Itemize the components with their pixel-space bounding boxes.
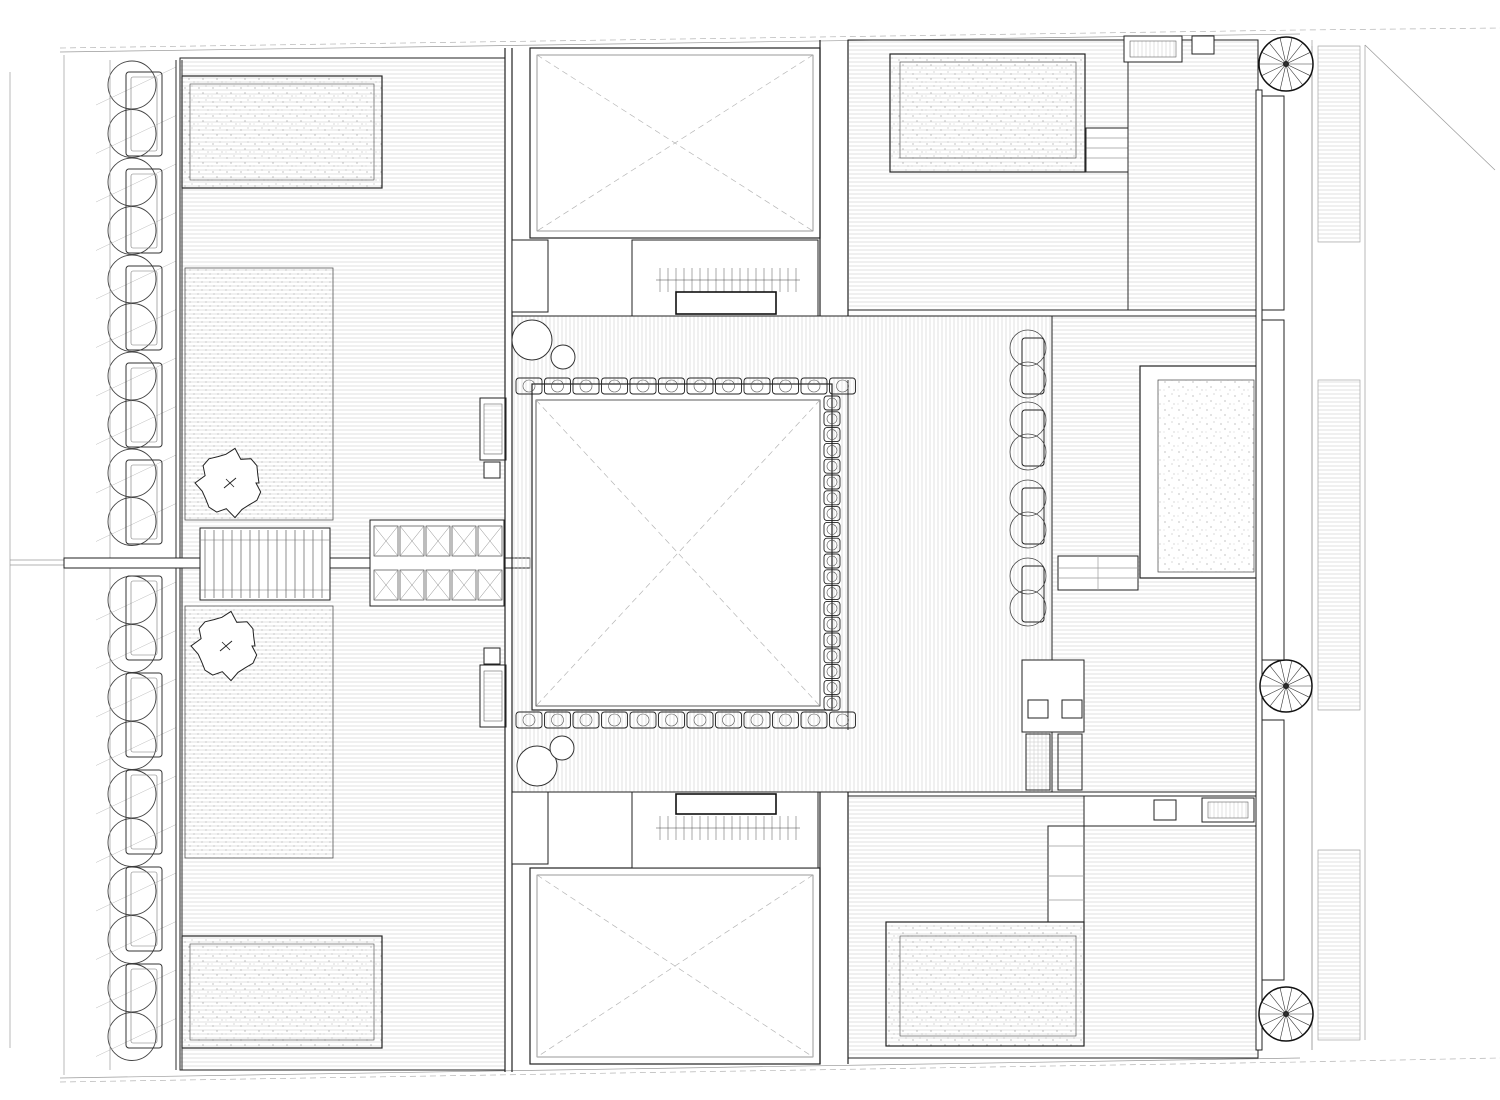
courtyard-deck [511,315,1053,793]
planter-symbol [95,575,177,625]
planter-bed-nw [181,75,383,189]
planter-box [125,168,163,254]
planter-symbol [95,109,177,158]
planter-symbol [95,448,177,498]
planter-box [125,71,163,157]
planter-symbol [95,915,177,964]
planter-bed-sw [181,935,383,1049]
skylight-symbol-south [529,867,821,1065]
planter-symbol [95,818,177,867]
planter-symbol [95,254,177,304]
right-terrace-middle [1021,315,1259,793]
planter-symbol [95,400,177,449]
planter-box [125,362,163,448]
planter-symbol [95,303,177,352]
lounger-symbol [479,397,507,728]
cross-stair [63,519,531,607]
planter-box [125,769,163,855]
east-edge-wall [1255,46,1313,1051]
planter-symbol [95,1012,177,1061]
left-planter-column [95,60,177,1061]
spiral-stair-symbol [1259,659,1313,713]
planter-bed-se [885,921,1085,1047]
planter-symbol [95,769,177,819]
planter-symbol [95,497,177,546]
stair-symbol-south [511,791,819,869]
spiral-stair-symbol [1258,986,1314,1042]
stair-symbol-north [511,239,819,317]
planter-symbol [95,60,177,110]
east-deck-strips [1317,45,1361,1041]
planter-symbol [95,157,177,207]
planter-box [125,866,163,952]
planter-symbol [95,963,177,1013]
planter-box [125,265,163,351]
lounger-symbol [1025,733,1051,791]
planter-symbol [95,672,177,722]
planter-box [125,672,163,758]
right-terrace-lower [847,795,1259,1059]
skylight-symbol-central [535,399,821,707]
lounger-symbol [1057,733,1083,791]
planter-symbol [1009,329,1047,627]
sink-symbol [1027,699,1049,719]
planter-box [125,459,163,545]
sink-symbol [1191,35,1215,55]
skylight-symbol-north [529,47,821,239]
sink-symbol [483,461,501,665]
right-terrace-upper [847,35,1259,311]
planter-symbol [515,377,856,729]
tree-symbol [194,447,262,519]
sink-symbol [1061,699,1083,719]
planter-symbol [95,351,177,401]
planter-box [125,963,163,1049]
spiral-stair-symbol [1258,36,1314,92]
planter-symbol [95,721,177,770]
sink-symbol [1153,799,1177,821]
planter-symbol [95,624,177,673]
planter-symbol [95,206,177,255]
planter-box [125,575,163,661]
planter-bed-ne [889,53,1086,173]
tree-symbol [511,319,576,787]
planter-symbol [95,866,177,916]
tree-symbol [190,610,258,682]
